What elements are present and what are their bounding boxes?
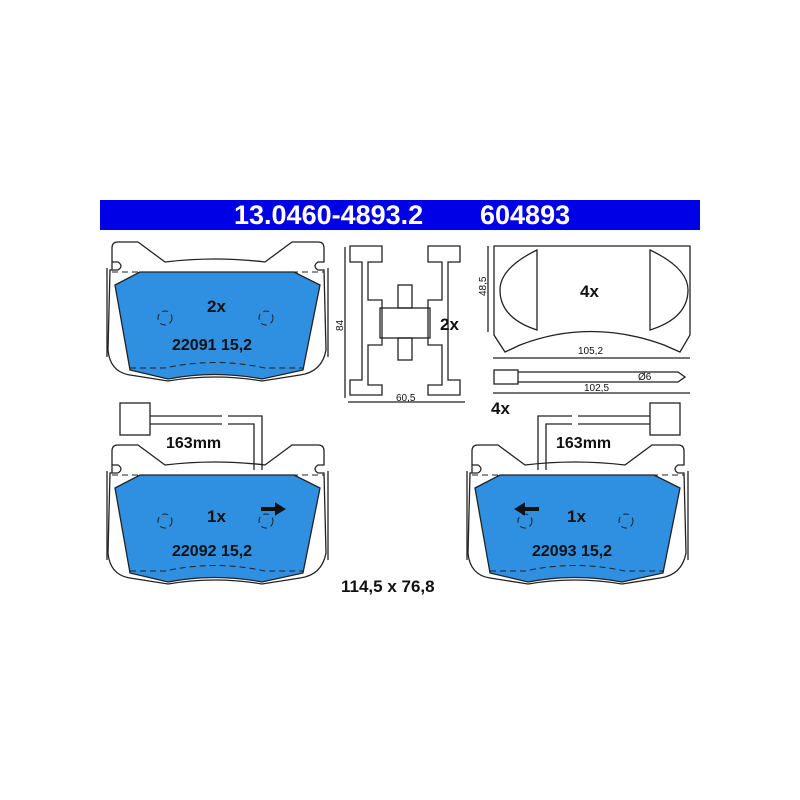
clip-height: 84 <box>335 319 346 331</box>
wire-length-right: 163mm <box>556 435 611 452</box>
wire-length-left: 163mm <box>166 435 221 452</box>
clip-qty: 2x <box>440 315 459 334</box>
pad-2-code: 22092 15,2 <box>172 543 252 560</box>
wear-sensor-left <box>119 402 263 470</box>
pad-3-qty: 1x <box>567 507 586 526</box>
shim-qty: 4x <box>580 282 599 301</box>
shim-height: 48,5 <box>478 276 489 296</box>
clip-width: 60,5 <box>396 393 416 404</box>
pin-diameter: Ø6 <box>638 372 652 383</box>
pad-dimensions: 114,5 x 76,8 <box>341 577 435 596</box>
pad-2-qty: 1x <box>207 507 226 526</box>
pad-3-code: 22093 15,2 <box>532 543 612 560</box>
caliper-clip <box>344 245 465 403</box>
guide-pin <box>493 369 690 394</box>
wear-sensor-right <box>537 402 681 470</box>
pad-1-qty: 2x <box>207 297 226 316</box>
arrow-right-icon <box>261 502 286 516</box>
pin-length: 102,5 <box>584 383 609 394</box>
shim-plate <box>487 245 691 359</box>
part-number: 13.0460-4893.2 <box>234 200 424 230</box>
header-banner: 13.0460-4893.2 604893 <box>100 200 700 230</box>
shim-width: 105,2 <box>578 346 603 357</box>
pin-qty: 4x <box>491 399 510 418</box>
arrow-left-icon <box>514 502 539 516</box>
pad-1-code: 22091 15,2 <box>172 337 252 354</box>
ref-number: 604893 <box>480 200 571 230</box>
